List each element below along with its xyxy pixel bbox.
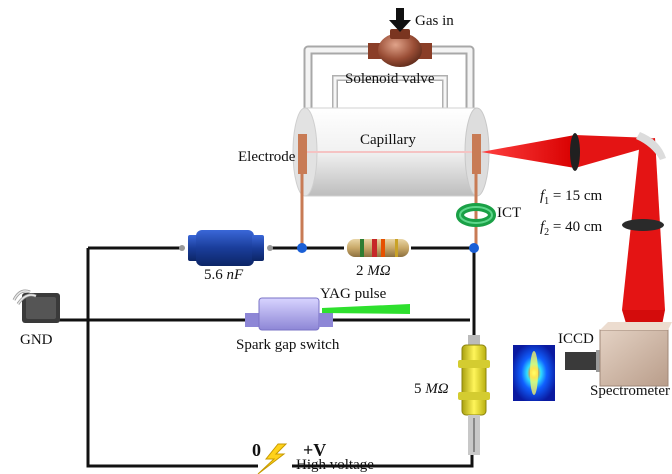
spark-gap-switch-label: Spark gap switch: [236, 337, 340, 353]
lens-f2: [622, 219, 664, 231]
spectrometer-label: Spectrometer: [590, 383, 670, 399]
arrow-down-icon: [389, 8, 411, 32]
iccd-label: ICCD: [558, 331, 594, 347]
yag-beam: [322, 304, 410, 314]
resistor-5m-label: 5 MΩ: [414, 381, 449, 397]
capacitor: [188, 230, 264, 266]
capillary: [292, 107, 490, 197]
zero-label: 0: [252, 440, 261, 460]
capacitor-label: 5.6 nF: [204, 267, 244, 283]
circuit-wires: [58, 246, 476, 468]
spectrometer: [599, 322, 672, 387]
resistor-2m-label: 2 MΩ: [356, 263, 391, 279]
capillary-label: Capillary: [360, 132, 416, 148]
electrode-label: Electrode: [238, 149, 296, 165]
gas-in-label: Gas in: [415, 13, 454, 29]
f2-label: f2 = 40 cm: [540, 219, 603, 238]
plus-v-label: +V: [303, 440, 327, 460]
lightning-icon: [257, 443, 288, 474]
spark-gap-switch: [245, 297, 333, 331]
ict-label: ICT: [497, 205, 522, 221]
resistor-5m: [458, 335, 490, 455]
ict-ring: [456, 203, 496, 227]
f1-label: f1 = 15 cm: [540, 188, 603, 207]
gas-tube: [303, 45, 475, 120]
solenoid-valve: [368, 29, 432, 67]
high-voltage-label: High voltage: [296, 457, 374, 473]
resistor-2m: [347, 239, 409, 257]
lens-f1: [570, 133, 580, 171]
electrode-right: [472, 134, 481, 174]
gnd-label: GND: [20, 332, 53, 348]
electrode-left: [298, 134, 307, 174]
solenoid-valve-label: Solenoid valve: [345, 71, 435, 87]
gnd-clip-icon: [12, 289, 60, 323]
yag-pulse-label: YAG pulse: [320, 286, 387, 302]
